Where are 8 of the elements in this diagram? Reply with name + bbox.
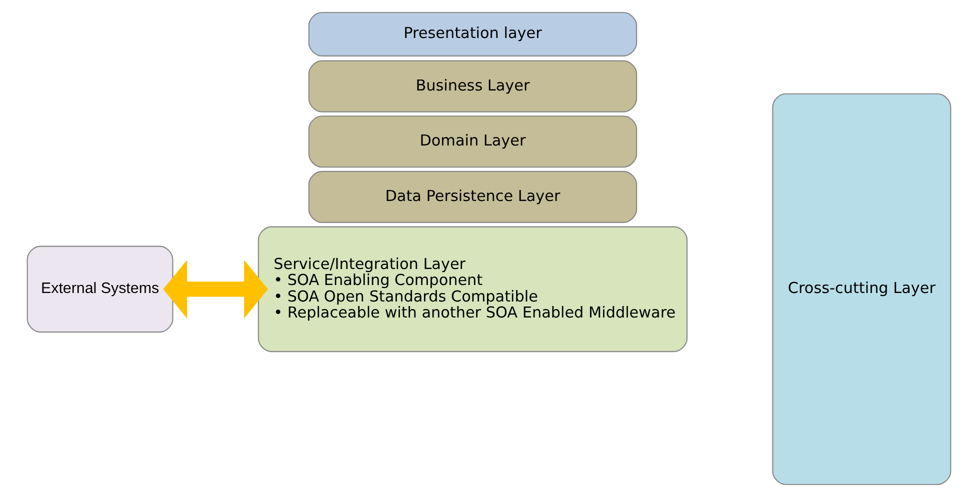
- node-box: Data Persistence Layer: [308, 170, 638, 223]
- arrow: [163, 260, 268, 318]
- node-box: Cross-cutting Layer: [772, 93, 952, 486]
- node-box: Domain Layer: [308, 116, 638, 168]
- node-box: External Systems: [26, 246, 174, 333]
- node-box: Presentation layer: [308, 12, 638, 56]
- node-box: Service/Integration Layer • SOA Enabling Component • SOA Open Standards Compatible • Replaceable with another SOA Enabled Middleware: [258, 226, 688, 352]
- node-box: Business Layer: [308, 60, 638, 112]
